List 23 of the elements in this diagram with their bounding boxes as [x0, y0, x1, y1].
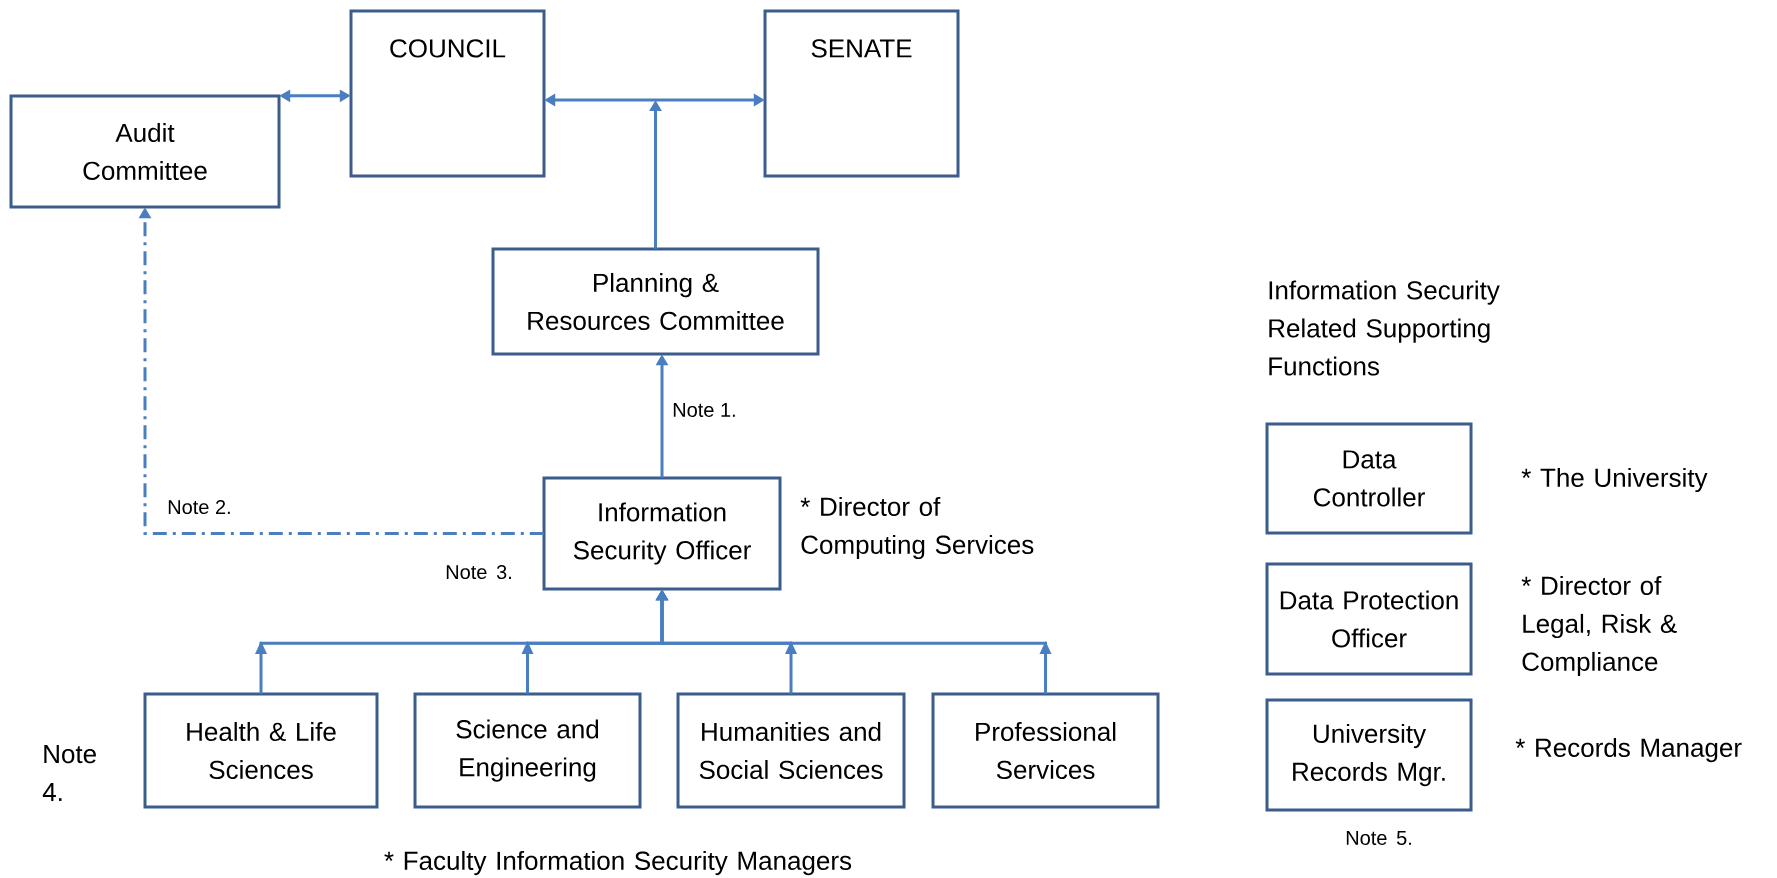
org-box: Planning & Resources Committee — [491, 247, 820, 356]
edge-label: Note 2. — [168, 499, 230, 515]
note-text: * Faculty Information Security Managers — [384, 850, 852, 876]
note-text: Note 5. — [1346, 831, 1411, 845]
note-text: Note 4. — [42, 745, 96, 801]
note-text: Information Security Related Supporting Functions — [1269, 280, 1500, 376]
org-box: Science and Engineering — [413, 692, 642, 809]
note-text: Note 3. — [446, 564, 511, 580]
role-note: * Records Manager — [1515, 737, 1742, 763]
org-box: Professional Services — [931, 692, 1160, 809]
edge-label: Note 1. — [673, 403, 735, 417]
org-box: COUNCIL — [349, 9, 546, 178]
org-box: Information Security Officer — [542, 476, 782, 591]
org-box: Health & Life Sciences — [143, 692, 379, 809]
role-note: * Director of Legal, Risk & Compliance — [1521, 575, 1677, 677]
role-note: * Director of Computing Services — [800, 496, 1034, 560]
org-box: Data Protection Officer — [1265, 562, 1473, 676]
role-note: * The University — [1521, 467, 1708, 493]
org-box: Audit Committee — [9, 94, 281, 209]
org-box: Data Controller — [1265, 422, 1473, 535]
org-box: SENATE — [763, 9, 960, 178]
org-box: Humanities and Social Sciences — [676, 692, 906, 809]
org-box: University Records Mgr. — [1265, 698, 1473, 812]
